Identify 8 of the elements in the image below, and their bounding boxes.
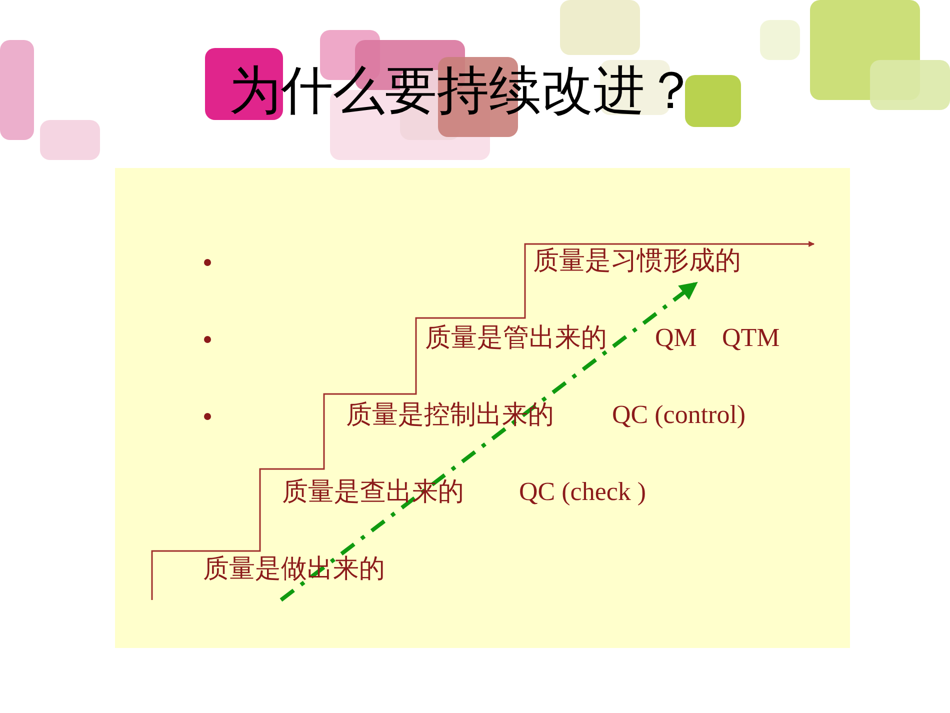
step-label: 质量是习惯形成的 [533,248,741,274]
step-label: 质量是查出来的 [282,479,464,505]
abbreviation-label: QTM [722,325,780,351]
abbreviation-label: QM [655,325,697,351]
abbreviation-label: QC (control) [612,402,746,428]
step-label: 质量是管出来的 [425,325,607,351]
abbreviation-label: QC (check ) [519,479,646,505]
step-label: 质量是控制出来的 [346,402,554,428]
